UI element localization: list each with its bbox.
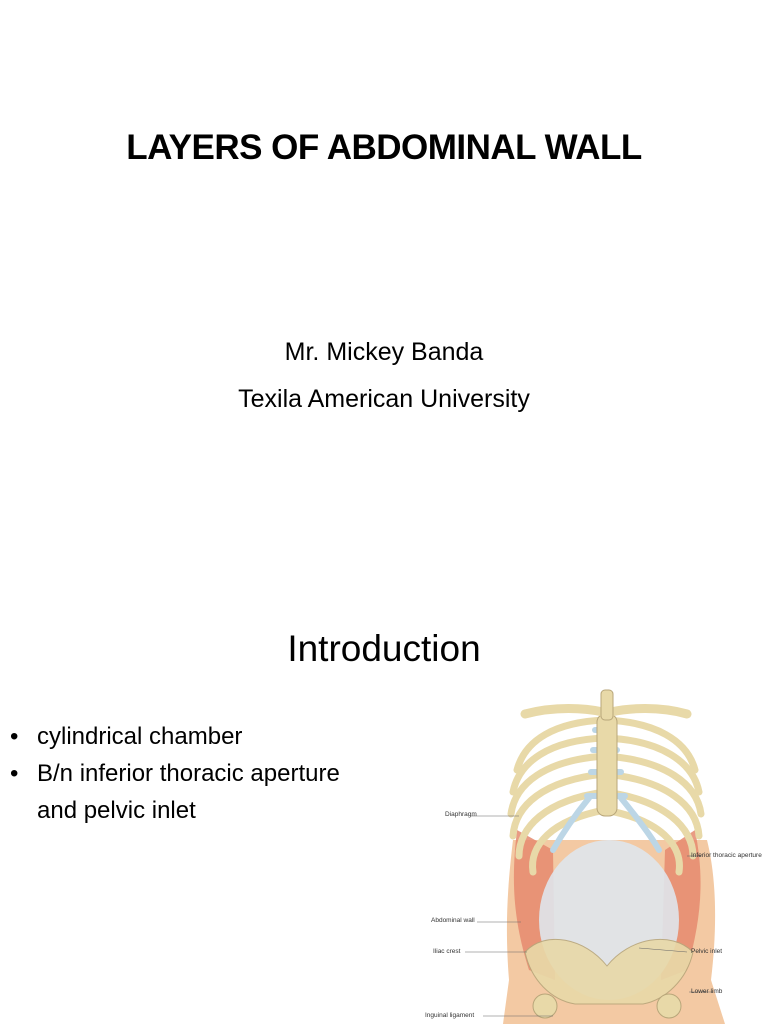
right-femur-head	[656, 993, 682, 1019]
title-slide: LAYERS OF ABDOMINAL WALL Mr. Mickey Band…	[126, 128, 642, 413]
introduction-slide: Introduction • cylindrical chamber • B/n i…	[0, 600, 768, 1024]
label-pelvic-inlet: Pelvic inlet	[691, 948, 723, 955]
torso-skeleton-illustration	[465, 689, 725, 1024]
presenter-name: Mr. Mickey Banda	[284, 338, 484, 366]
pelvis	[524, 938, 694, 1005]
bullet-text: cylindrical chamber	[37, 723, 243, 750]
bullet-item: • B/n inferior thoracic aperture and pelv…	[10, 755, 370, 829]
bullet-item: • cylindrical chamber	[10, 718, 370, 755]
vertebral-column	[600, 689, 614, 721]
label-abdominal-wall: Abdominal wall	[431, 917, 475, 924]
left-clavicle	[520, 704, 608, 719]
slide-title: LAYERS OF ABDOMINAL WALL	[126, 128, 642, 167]
bullet-list: • cylindrical chamber • B/n inferior thora…	[10, 718, 370, 829]
label-leader-lines	[465, 815, 713, 1017]
bullet-icon: •	[10, 723, 19, 750]
bullet-text: B/n inferior thoracic aperture and pelvi…	[37, 760, 340, 824]
label-inferior-thoracic-aperture: Inferior thoracic aperture	[691, 852, 762, 859]
introduction-title: Introduction	[287, 628, 481, 669]
sternum	[596, 713, 618, 817]
institution-name: Texila American University	[238, 385, 530, 413]
abdominal-cavity-illustration: Diaphragm Inferior thoracic aperture Abd…	[425, 680, 768, 1024]
bullet-icon: •	[10, 760, 19, 787]
label-inguinal-ligament: Inguinal ligament	[425, 1012, 475, 1019]
label-diaphragm: Diaphragm	[445, 811, 477, 818]
label-lower-limb: Lower limb	[691, 988, 723, 995]
right-clavicle	[606, 704, 692, 719]
label-iliac-crest: Iliac crest	[433, 948, 461, 955]
left-femur-head	[532, 993, 558, 1019]
